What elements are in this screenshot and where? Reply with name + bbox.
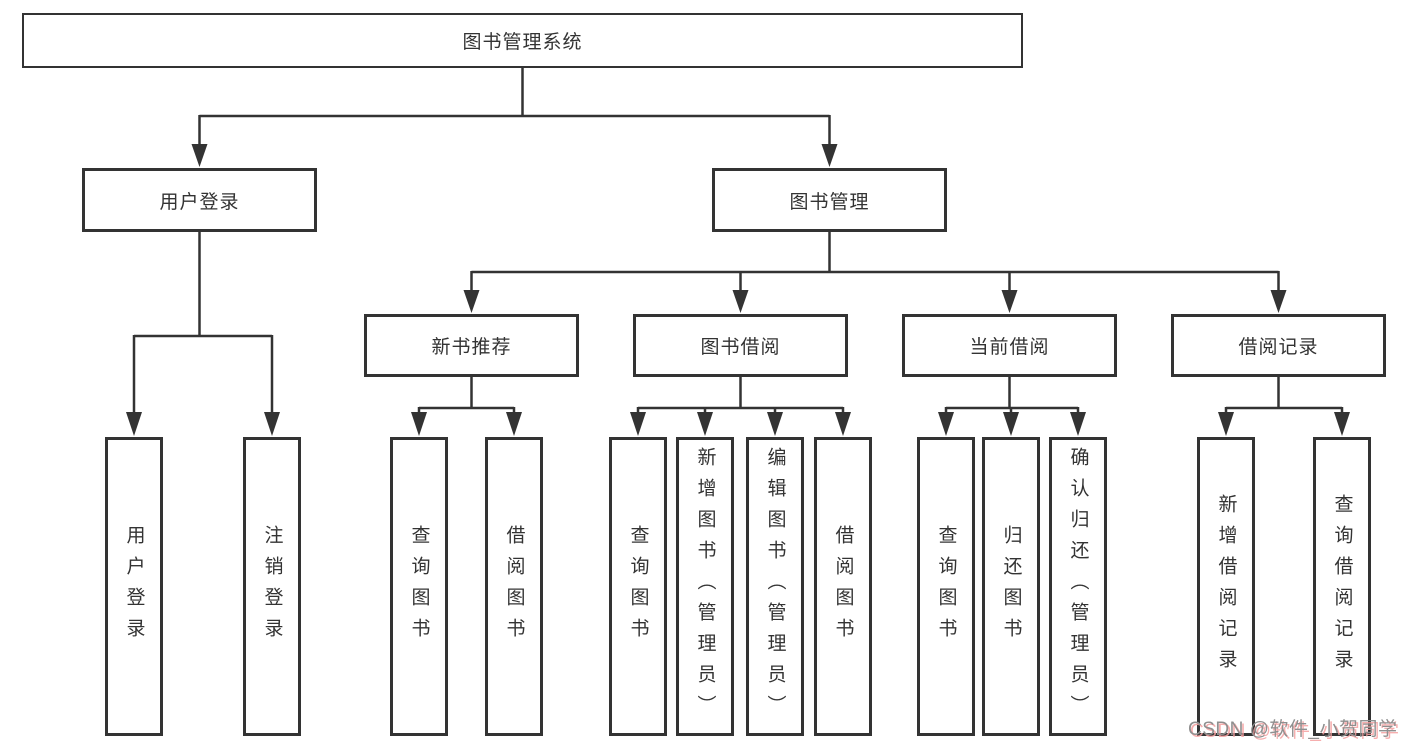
node-label: 新书推荐 [431, 337, 512, 358]
node-label: 查询图书 [627, 524, 649, 649]
arrowhead-down-icon [630, 412, 646, 436]
node-leaf-borrow-books-recommend: 借阅图书 [485, 437, 543, 736]
node-leaf-query-books-borrowing: 查询图书 [609, 437, 667, 736]
node-leaf-add-borrow-record: 新增借阅记录 [1197, 437, 1255, 736]
node-label: 新增图书（管理员） [694, 447, 716, 726]
arrowhead-down-icon [1334, 412, 1350, 436]
arrowhead-down-icon [1270, 290, 1287, 313]
node-leaf-query-books-recommend: 查询图书 [390, 437, 448, 736]
node-borrowing-records: 借阅记录 [1171, 314, 1386, 377]
arrowhead-down-icon [1218, 412, 1234, 436]
arrowhead-down-icon [191, 144, 208, 167]
arrowhead-down-icon [411, 412, 427, 436]
node-label: 新增借阅记录 [1215, 493, 1237, 680]
node-leaf-confirm-return-admin: 确认归还（管理员） [1049, 437, 1107, 736]
node-user-login: 用户登录 [82, 168, 317, 232]
connector-borrow-record-to-leaves [1218, 377, 1350, 436]
node-label: 查询图书 [408, 524, 430, 649]
node-leaf-query-books-current: 查询图书 [917, 437, 975, 736]
node-label: 查询图书 [935, 524, 957, 649]
arrowhead-down-icon [1001, 290, 1018, 313]
node-label: 图书管理 [789, 191, 870, 213]
node-leaf-add-books-admin: 新增图书（管理员） [676, 437, 734, 736]
arrowhead-down-icon [463, 290, 480, 313]
node-label: 确认归还（管理员） [1067, 447, 1089, 726]
node-label: 查询借阅记录 [1331, 493, 1353, 680]
node-label: 借阅记录 [1238, 337, 1319, 358]
arrowhead-down-icon [1070, 412, 1086, 436]
arrowhead-down-icon [264, 412, 280, 436]
node-label: 用户登录 [159, 191, 240, 213]
connector-new-book-to-leaves [411, 377, 522, 436]
node-label: 借阅图书 [832, 524, 854, 649]
watermark: CSDN @软件_小贺同学 [1188, 719, 1398, 740]
arrowhead-down-icon [821, 144, 838, 167]
arrowhead-down-icon [835, 412, 851, 436]
node-leaf-edit-books-admin: 编辑图书（管理员） [746, 437, 804, 736]
connector-user-login-to-leaves [126, 232, 280, 436]
node-label: 注销登录 [261, 524, 283, 649]
connector-current-borrow-to-leaves [938, 377, 1086, 436]
connector-book-borrow-to-leaves [630, 377, 851, 436]
node-label: 编辑图书（管理员） [764, 447, 786, 726]
arrowhead-down-icon [767, 412, 783, 436]
arrowhead-down-icon [126, 412, 142, 436]
node-leaf-return-books: 归还图书 [982, 437, 1040, 736]
node-label: 当前借阅 [969, 337, 1050, 358]
node-book-management: 图书管理 [712, 168, 947, 232]
node-leaf-logout: 注销登录 [243, 437, 301, 736]
node-current-borrowing: 当前借阅 [902, 314, 1117, 377]
node-book-borrowing: 图书借阅 [633, 314, 848, 377]
arrowhead-down-icon [697, 412, 713, 436]
node-leaf-user-login: 用户登录 [105, 437, 163, 736]
arrowhead-down-icon [732, 290, 749, 313]
connector-root-to-level2 [191, 68, 838, 167]
node-leaf-borrow-books: 借阅图书 [814, 437, 872, 736]
node-new-book-recommendation: 新书推荐 [364, 314, 579, 377]
node-leaf-query-borrow-record: 查询借阅记录 [1313, 437, 1371, 736]
arrowhead-down-icon [938, 412, 954, 436]
node-library-system: 图书管理系统 [22, 13, 1023, 68]
node-label: 图书管理系统 [462, 32, 583, 53]
node-label: 归还图书 [1000, 524, 1022, 649]
arrowhead-down-icon [1003, 412, 1019, 436]
node-label: 用户登录 [123, 524, 145, 649]
node-label: 图书借阅 [700, 337, 781, 358]
connector-book-management-to-level3 [463, 232, 1287, 313]
arrowhead-down-icon [506, 412, 522, 436]
node-label: 借阅图书 [503, 524, 525, 649]
